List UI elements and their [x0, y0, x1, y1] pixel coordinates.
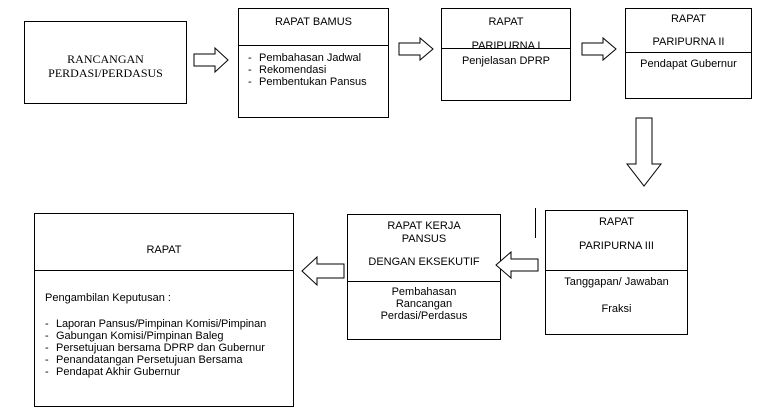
node-paripurna-2: RAPAT PARIPURNA II Pendapat Gubernur — [625, 8, 752, 99]
raker-line2: PANSUS — [401, 233, 447, 245]
paripurna3-line2: PARIPURNA III — [579, 240, 654, 252]
node-rapat-keputusan: RAPAT Pengambilan Keputusan : Laporan Pa… — [34, 213, 294, 407]
bamus-item: Pembahasan Jadwal — [248, 52, 367, 64]
paripurna3-body1: Tanggapan/ Jawaban — [564, 276, 669, 288]
rapat-item: Persetujuan bersama DPRP dan Gubernur — [45, 342, 290, 354]
node-paripurna-3: RAPAT PARIPURNA III Tanggapan/ Jawaban F… — [545, 210, 688, 335]
bamus-item: Pembentukan Pansus — [248, 76, 367, 88]
paripurna1-body: Penjelasan DPRP — [461, 55, 551, 67]
rapat-item: Pendapat Akhir Gubernur — [45, 366, 290, 378]
rapat-list: Laporan Pansus/Pimpinan Komisi/Pimpinan … — [45, 318, 290, 378]
paripurna2-line1: RAPAT — [670, 13, 707, 25]
bamus-item: Rekomendasi — [248, 64, 367, 76]
paripurna2-body: Pendapat Gubernur — [640, 58, 737, 70]
node-rancangan: RANCANGAN PERDASI/PERDASUS — [24, 21, 187, 104]
paripurna3-body2: Fraksi — [601, 303, 632, 315]
rancangan-line1: RANCANGAN — [67, 52, 144, 66]
bamus-list: Pembahasan Jadwal Rekomendasi Pembentuka… — [248, 52, 367, 88]
rapat-divider — [35, 270, 293, 271]
bamus-item-cont: Pembentukan Pansus — [259, 76, 367, 88]
paripurna1-line1: RAPAT — [488, 16, 524, 28]
rapat-item: Penandatangan Persetujuan Bersama — [45, 354, 290, 366]
arrow-left-icon — [495, 250, 539, 280]
rapat-subtitle: Pengambilan Keputusan : — [45, 292, 171, 304]
paripurna1-divider — [442, 48, 570, 49]
raker-body3: Perdasi/Perdasus — [380, 310, 468, 322]
rapat-item-cont: Gabungan Komisi/Pimpinan Baleg — [56, 330, 224, 342]
rapat-item: Gabungan Komisi/Pimpinan Baleg — [45, 330, 290, 342]
paripurna2-divider — [626, 52, 751, 53]
raker-divider — [348, 281, 500, 282]
paripurna3-divider — [546, 270, 687, 271]
raker-line3: DENGAN EKSEKUTIF — [368, 256, 480, 268]
raker-body1: Pembahasan — [391, 286, 457, 298]
raker-body2: Rancangan — [395, 298, 453, 310]
arrow-left-icon — [301, 255, 345, 287]
paripurna2-line2: PARIPURNA II — [652, 36, 725, 48]
connector-line — [535, 208, 536, 238]
node-rapat-kerja-pansus: RAPAT KERJA PANSUS DENGAN EKSEKUTIF Pemb… — [347, 214, 501, 340]
raker-line1: RAPAT KERJA — [387, 220, 461, 232]
rancangan-line2: PERDASI/PERDASUS — [48, 66, 163, 80]
arrow-right-icon — [398, 36, 434, 62]
bamus-divider — [239, 45, 388, 46]
arrow-right-icon — [193, 46, 229, 74]
bamus-title: RAPAT BAMUS — [274, 16, 353, 28]
paripurna3-line1: RAPAT — [598, 216, 635, 228]
rapat-item: Laporan Pansus/Pimpinan Komisi/Pimpinan — [45, 318, 290, 330]
arrow-right-icon — [581, 36, 617, 62]
paripurna1-line2: PARIPURNA I — [471, 40, 541, 48]
arrow-down-icon — [625, 117, 663, 187]
node-rapat-bamus: RAPAT BAMUS Pembahasan Jadwal Rekomendas… — [238, 8, 389, 118]
rapat-title: RAPAT — [146, 244, 182, 256]
node-paripurna-1: RAPAT PARIPURNA I Penjelasan DPRP — [441, 8, 571, 101]
